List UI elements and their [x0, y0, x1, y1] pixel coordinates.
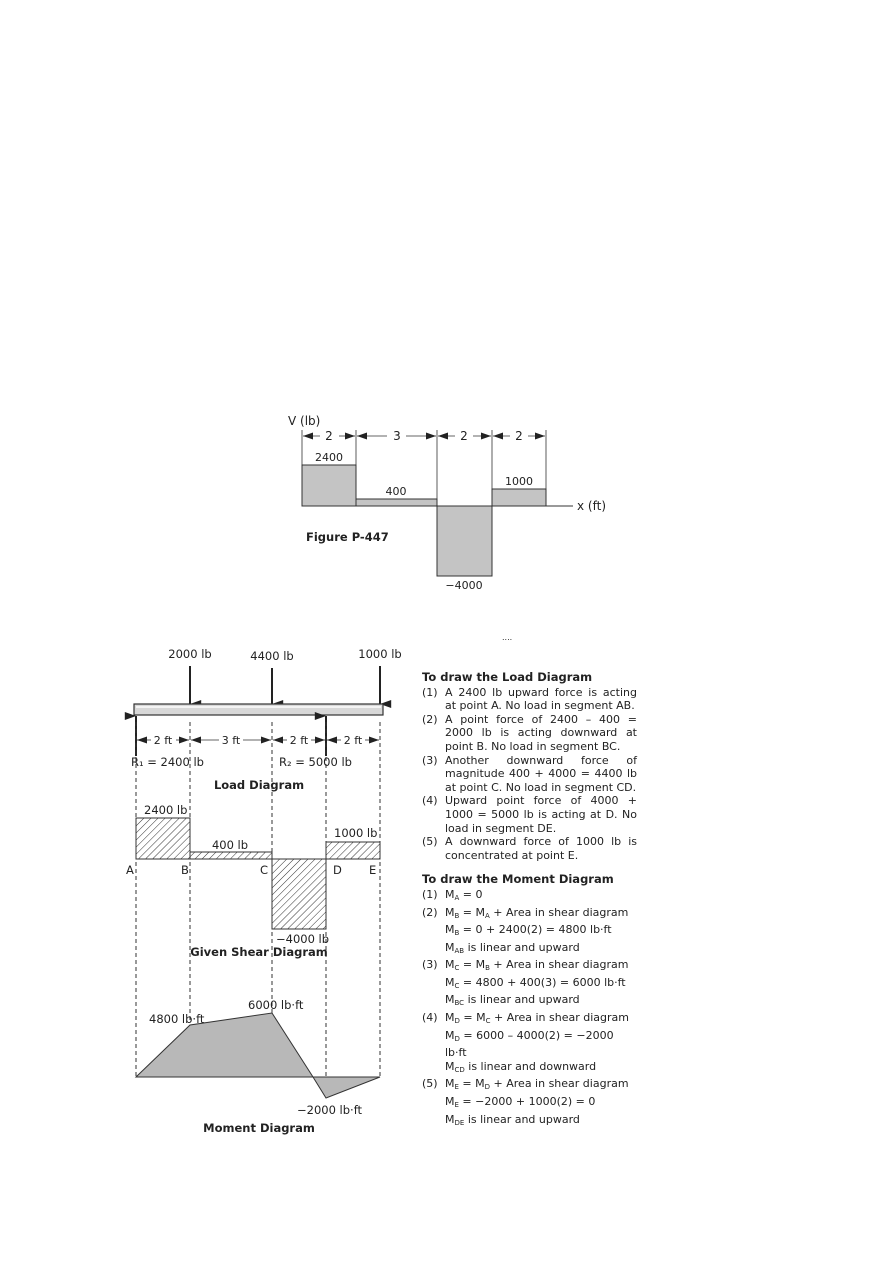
figure-y-axis-label: V (lb) [288, 414, 320, 428]
shear-block-de [491, 488, 547, 507]
step-text: A 2400 lb upward force is acting at poin… [445, 685, 637, 713]
load-steps-title: To draw the Load Diagram [422, 670, 593, 684]
step-line: MAB is linear and upward [445, 940, 580, 955]
step-line: MBC is linear and upward [445, 993, 580, 1008]
load-step: (1) A 2400 lb upward force is acting at p… [422, 686, 637, 713]
step-number: (2) [422, 905, 438, 919]
load-step: (4) Upward point force of 4000 + 1000 = 5… [422, 794, 637, 835]
moment-step: (3) MC = MB + Area in shear diagram MC = 4… [422, 958, 637, 1011]
step-line: MDE is linear and upward [445, 1112, 580, 1127]
figure-x-axis-label: x (ft) [577, 499, 606, 513]
step-line: MD = MC + Area in shear diagram [445, 1011, 629, 1026]
moment-steps-title: To draw the Moment Diagram [422, 872, 614, 887]
step-line: MD = 6000 – 4000(2) = −2000 lb·ft [445, 1028, 614, 1060]
load-diagram-title: Load Diagram [214, 778, 304, 792]
step-line: MC = 4800 + 400(3) = 6000 lb·ft [445, 975, 626, 990]
load-step: (3) Another downward force of magnitude 4… [422, 754, 637, 795]
figure-span-label: 2 [325, 429, 333, 443]
shear-area-cd [271, 858, 327, 930]
moment-diagram: 4800 lb·ft 6000 lb·ft −2000 lb·ft Moment… [134, 998, 381, 1135]
solution-steps: To draw the Load Diagram (1) A 2400 lb up… [422, 670, 637, 1130]
figure-dimensions: 2 3 2 2 [303, 429, 545, 443]
moment-step: (2) MB = MA + Area in shear diagram MB = 0… [422, 906, 637, 959]
shear-diagram: 2400 lb 400 lb 1000 lb −4000 lb A B C D … [126, 803, 381, 959]
beam-span-label: 2 ft [154, 734, 173, 747]
moment-value-label: 4800 lb·ft [149, 1012, 205, 1026]
cropped-text-fragment: .... [502, 633, 512, 642]
beam-span-label: 2 ft [344, 734, 363, 747]
load-diagram: 2000 lb 4400 lb 1000 lb 2 ft 3 ft 2 ft 2… [124, 647, 402, 792]
point-label-a: A [126, 863, 134, 877]
step-number: (4) [422, 794, 438, 808]
step-text: Upward point force of 4000 + 1000 = 5000… [445, 794, 637, 835]
moment-step: (1) MA = 0 [422, 888, 637, 906]
point-label-c: C [260, 863, 268, 877]
step-line: ME = MD + Area in shear diagram [445, 1077, 629, 1092]
moment-area-negative [312, 1076, 381, 1099]
shear-block-bc [355, 498, 438, 507]
load-step: (2) A point force of 2400 – 400 = 2000 lb… [422, 713, 637, 754]
moment-step: (5) ME = MD + Area in shear diagram ME = −… [422, 1077, 637, 1130]
step-number: (3) [422, 958, 438, 972]
step-line: MB = 0 + 2400(2) = 4800 lb·ft [445, 923, 612, 938]
figure-value-label: 400 [386, 485, 407, 498]
figure-value-label: −4000 [445, 579, 482, 592]
moment-value-label: −2000 lb·ft [297, 1103, 363, 1117]
figure-span-label: 2 [515, 429, 523, 443]
load-label: 1000 lb [358, 647, 401, 661]
beam-span-label: 2 ft [290, 734, 309, 747]
shear-area-de [325, 841, 381, 860]
dashed-guides [135, 722, 381, 1098]
figure-value-label: 1000 [505, 475, 533, 488]
step-line: ME = −2000 + 1000(2) = 0 [445, 1095, 596, 1110]
moment-diagram-title: Moment Diagram [203, 1121, 315, 1135]
shear-value-label: 400 lb [212, 838, 248, 852]
step-text: Another downward force of magnitude 400 … [445, 753, 637, 794]
moment-steps: To draw the Moment Diagram (1) MA = 0 (2) M… [422, 873, 637, 1130]
step-line: MB = MA + Area in shear diagram [445, 905, 629, 920]
point-label-b: B [181, 863, 189, 877]
step-number: (2) [422, 712, 438, 726]
shear-value-label: −4000 lb [276, 932, 329, 946]
step-number: (4) [422, 1011, 438, 1025]
moment-steps-list: (1) MA = 0 (2) MB = MA + Area in shear diag… [422, 888, 637, 1130]
load-label: 2000 lb [168, 647, 211, 661]
step-text: A downward force of 1000 lb is concentra… [445, 835, 637, 862]
figure-span-label: 3 [393, 429, 401, 443]
reaction-r1-label: R₁ = 2400 lb [131, 755, 204, 769]
moment-step: (4) MD = MC + Area in shear diagram MD = 6… [422, 1011, 637, 1077]
step-number: (5) [422, 1077, 438, 1091]
moment-value-label: 6000 lb·ft [248, 998, 304, 1012]
step-line: MCD is linear and downward [445, 1059, 597, 1074]
step-number: (1) [422, 685, 438, 699]
step-number: (1) [422, 887, 438, 901]
load-steps: To draw the Load Diagram (1) A 2400 lb up… [422, 670, 637, 863]
point-label-e: E [369, 863, 376, 877]
step-line: MC = MB + Area in shear diagram [445, 958, 629, 973]
load-step: (5) A downward force of 1000 lb is concen… [422, 835, 637, 862]
load-label: 4400 lb [250, 649, 293, 663]
shear-diagram-title: Given Shear Diagram [190, 945, 327, 959]
load-steps-list: (1) A 2400 lb upward force is acting at p… [422, 686, 637, 863]
shear-value-label: 1000 lb [334, 826, 377, 840]
step-number: (5) [422, 835, 438, 849]
shear-area-bc [189, 851, 273, 860]
shear-block-ab [301, 464, 357, 507]
beam-dimensions: 2 ft 3 ft 2 ft 2 ft [137, 734, 379, 747]
point-label-d: D [333, 863, 342, 877]
figure-span-label: 2 [460, 429, 468, 443]
shear-area-ab [135, 817, 191, 860]
beam [133, 703, 384, 716]
figure-p447: V (lb) 2 3 2 2 x (ft) 2400 400 [288, 414, 606, 642]
reaction-r2-label: R₂ = 5000 lb [279, 755, 352, 769]
beam-span-label: 3 ft [222, 734, 241, 747]
figure-value-label: 2400 [315, 451, 343, 464]
step-text: A point force of 2400 – 400 = 2000 lb is… [445, 712, 637, 753]
step-line: MA = 0 [445, 887, 483, 902]
step-number: (3) [422, 753, 438, 767]
shear-block-cd [436, 505, 493, 577]
shear-value-label: 2400 lb [144, 803, 187, 817]
figure-caption: Figure P-447 [306, 530, 389, 544]
